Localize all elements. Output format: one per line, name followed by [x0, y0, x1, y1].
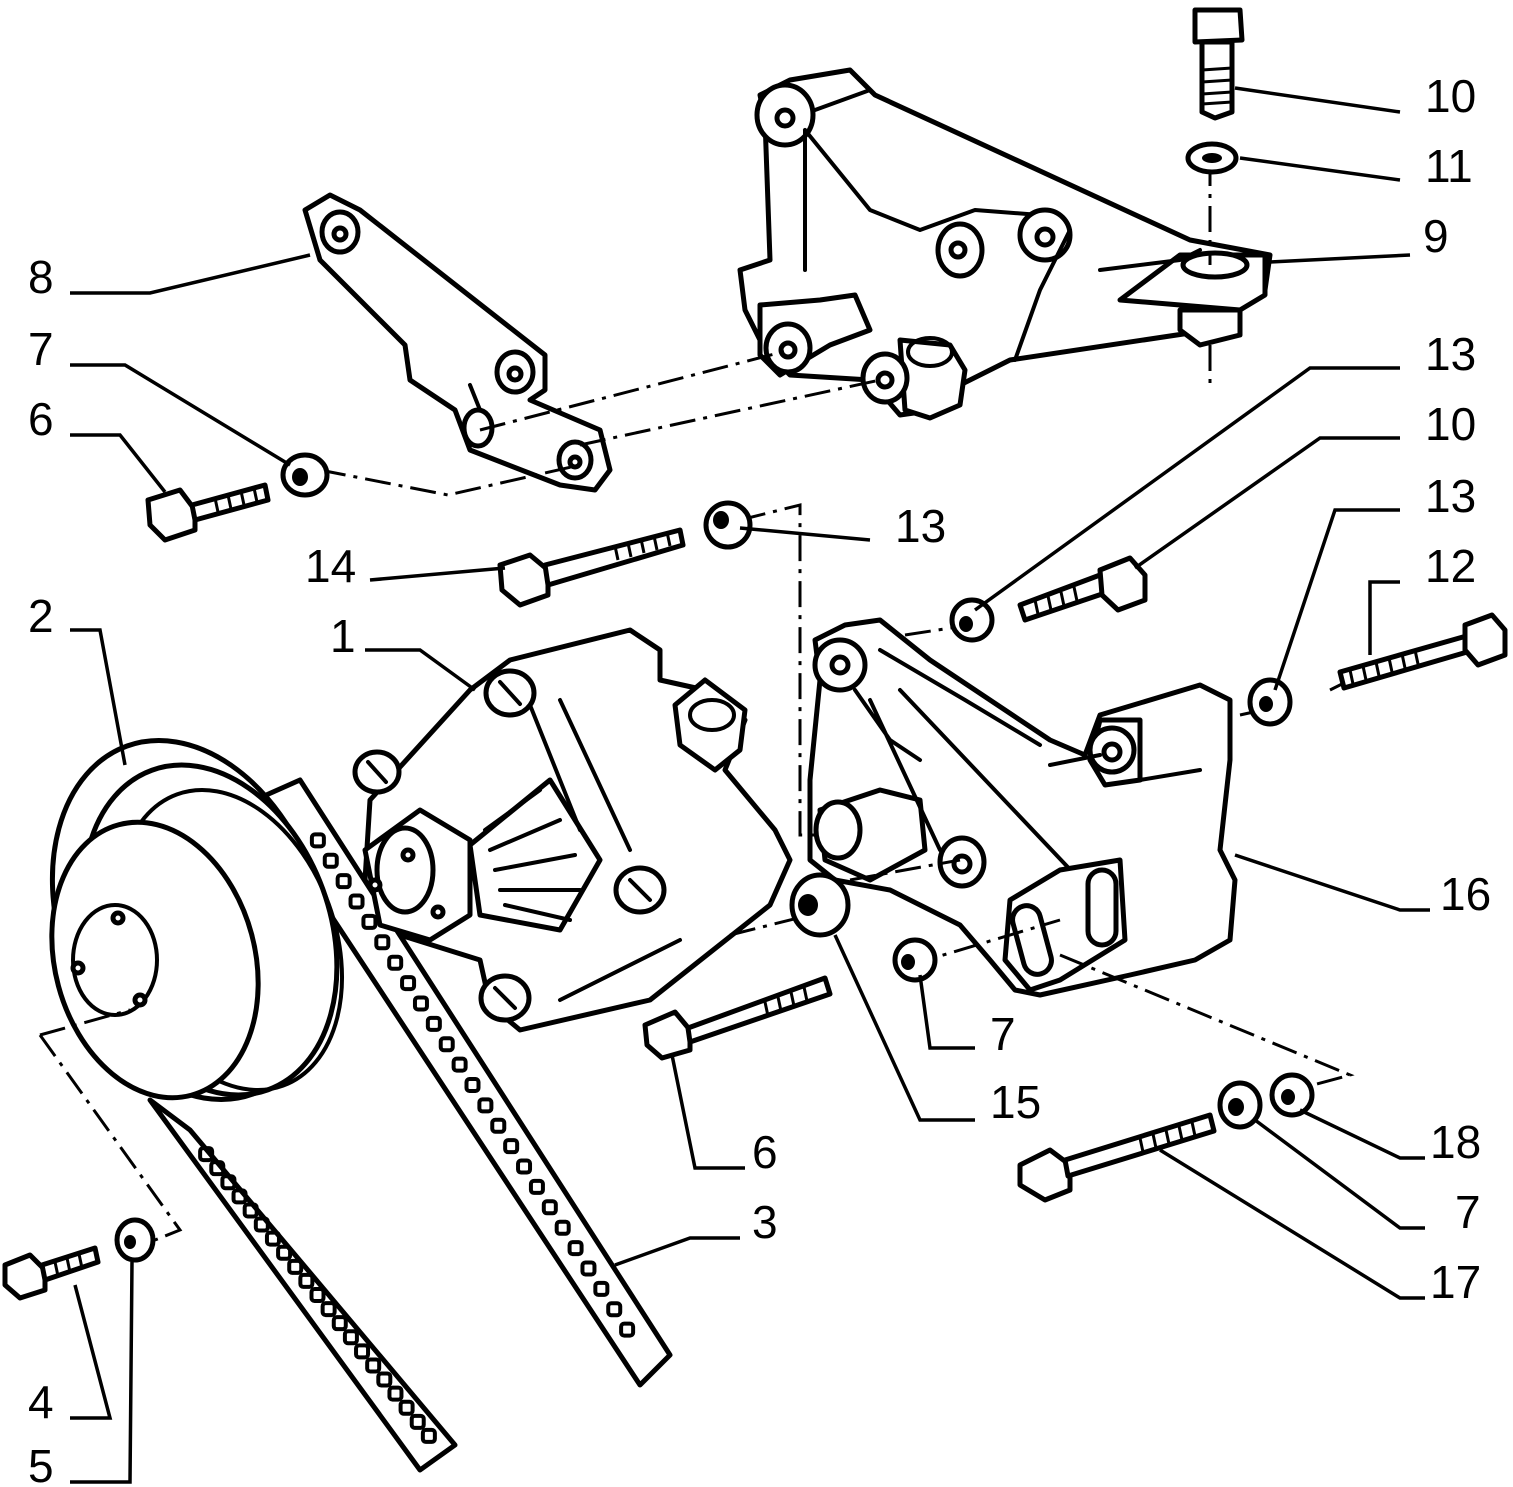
belt-tooth	[516, 1158, 533, 1175]
washer-7-mid	[892, 937, 938, 983]
belt-tooth	[365, 1357, 382, 1374]
bolt-4	[2, 1245, 101, 1301]
washer-15	[789, 872, 851, 938]
washer-13-right	[1247, 677, 1293, 727]
belt-tooth	[400, 975, 417, 992]
belt-tooth	[567, 1240, 584, 1257]
washer-11	[1185, 141, 1239, 175]
washer-5	[114, 1217, 156, 1263]
pump-body	[352, 627, 793, 1033]
callout-3: 3	[752, 1196, 778, 1248]
callout-labels: 10 11 9 8 7 6 13 10 13 13 14 12 2 1 16 7…	[28, 70, 1491, 1487]
callout-18: 18	[1430, 1116, 1481, 1168]
belt-tooth	[619, 1321, 636, 1338]
belt-tooth	[409, 1413, 426, 1430]
callout-7: 7	[28, 323, 54, 375]
belt-tooth	[387, 954, 404, 971]
callout-7: 7	[1455, 1186, 1481, 1238]
callout-2: 2	[28, 590, 54, 642]
belt-tooth	[438, 1036, 455, 1053]
belt-tooth	[322, 852, 339, 869]
callout-8: 8	[28, 251, 54, 303]
support-arm	[302, 192, 613, 493]
callout-10: 10	[1425, 70, 1476, 122]
belt-tooth	[253, 1216, 270, 1233]
belt-tooth	[412, 995, 429, 1012]
washer-7-upper	[280, 452, 330, 498]
bolt-14	[497, 527, 686, 608]
belt-tooth	[276, 1244, 293, 1261]
callout-4: 4	[28, 1376, 54, 1428]
belt-tooth	[209, 1160, 226, 1177]
belt-tooth	[490, 1117, 507, 1134]
belt-tooth	[264, 1230, 281, 1247]
belt-tooth	[606, 1301, 623, 1318]
callout-17: 17	[1430, 1256, 1481, 1308]
callout-11: 11	[1425, 140, 1473, 192]
belt-tooth	[541, 1199, 558, 1216]
callout-6: 6	[28, 393, 54, 445]
belt-tooth	[580, 1260, 597, 1277]
belt-tooth	[198, 1146, 215, 1163]
lower-bracket	[807, 617, 1238, 998]
bolt-10-vertical	[1192, 7, 1245, 121]
belt-tooth	[220, 1174, 237, 1191]
bolt-12	[1337, 612, 1508, 691]
callout-1: 1	[330, 610, 356, 662]
belt-tooth	[354, 1343, 371, 1360]
callout-13: 13	[1425, 328, 1476, 380]
belt-tooth	[374, 934, 391, 951]
belt-tooth	[528, 1178, 545, 1195]
belt-tooth	[320, 1301, 337, 1318]
belt-tooth	[593, 1280, 610, 1297]
callout-14: 14	[305, 540, 356, 592]
washer-13-top	[703, 500, 753, 550]
bolt-6-lower	[642, 975, 833, 1061]
belt-tooth	[420, 1427, 437, 1444]
belt-tooth	[387, 1385, 404, 1402]
bolt-10-mid	[1017, 555, 1148, 623]
belt-tooth	[554, 1219, 571, 1236]
belt-tooth	[361, 913, 378, 930]
belt-tooth	[242, 1202, 259, 1219]
belt-tooth	[425, 1015, 442, 1032]
belt-tooth	[342, 1329, 359, 1346]
belt-tooth	[309, 1287, 326, 1303]
washer-13-mid	[949, 597, 995, 643]
callout-15: 15	[990, 1076, 1041, 1128]
belt-tooth	[231, 1188, 248, 1205]
callout-10: 10	[1425, 398, 1476, 450]
belt-tooth	[309, 832, 326, 849]
belt-tooth	[477, 1097, 494, 1114]
pulley	[49, 738, 345, 1102]
belt-tooth	[503, 1138, 520, 1155]
callout-13: 13	[895, 500, 946, 552]
callout-16: 16	[1440, 868, 1491, 920]
belt-tooth	[398, 1399, 415, 1416]
upper-bracket	[737, 67, 1273, 421]
belt-tooth	[348, 893, 365, 910]
belt-tooth	[376, 1371, 393, 1388]
belt-tooth	[298, 1272, 315, 1289]
callout-5: 5	[28, 1440, 54, 1487]
toothed-belt	[147, 777, 673, 1473]
bolt-17	[1017, 1112, 1217, 1203]
washer-7-lower	[1217, 1080, 1263, 1130]
belt-tooth	[331, 1315, 348, 1332]
callout-leaders	[70, 86, 1430, 1484]
belt-tooth	[335, 873, 352, 890]
callout-9: 9	[1423, 210, 1449, 262]
belt-tooth	[287, 1258, 304, 1275]
callout-12: 12	[1425, 540, 1476, 592]
belt-tooth	[451, 1056, 468, 1073]
belt-tooth	[464, 1077, 481, 1093]
bolt-6-upper	[145, 482, 271, 543]
callout-6: 6	[752, 1126, 778, 1178]
washer-18	[1269, 1072, 1315, 1118]
callout-13: 13	[1425, 470, 1476, 522]
callout-7: 7	[990, 1008, 1016, 1060]
